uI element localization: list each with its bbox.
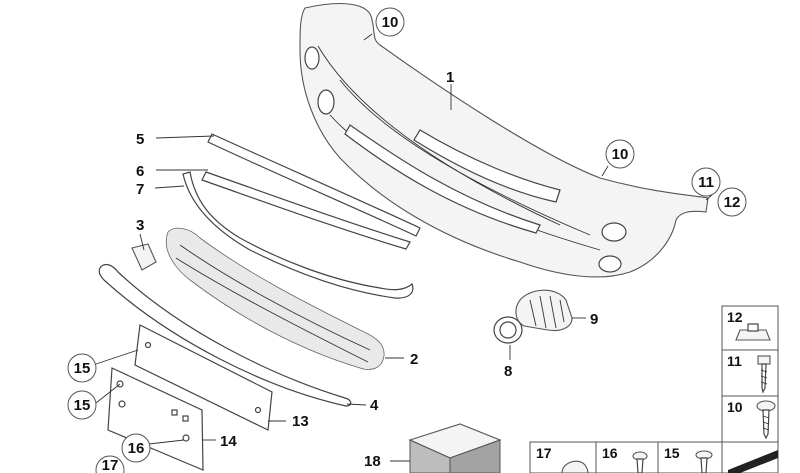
flange-screw-icon (756, 400, 776, 440)
hex-screw-icon (757, 355, 771, 394)
label-15-upper: 15 (74, 360, 91, 377)
screw-15-icon (695, 450, 713, 473)
trim-strip-6 (201, 171, 411, 250)
label-11: 11 (698, 174, 714, 191)
callout-circle-16 (121, 433, 151, 463)
label-8: 8 (504, 363, 512, 380)
lower-grille-2 (165, 227, 385, 370)
label-6: 6 (136, 163, 144, 180)
lower-trim-strip-4 (98, 263, 352, 407)
front-bumper-cover (299, 3, 709, 278)
label-10-top: 10 (382, 14, 399, 31)
black-strip-icon (728, 450, 778, 473)
leader-lines (95, 33, 713, 462)
callout-circle-12 (717, 187, 747, 217)
label-16: 16 (128, 440, 145, 457)
callout-circle-15-lower (67, 390, 97, 420)
label-5: 5 (136, 131, 144, 148)
license-plate-holder-13 (134, 324, 273, 431)
fog-light-housing-9 (515, 289, 573, 332)
legend-label-12: 12 (727, 309, 743, 325)
label-3: 3 (136, 217, 144, 234)
legend-label-15: 15 (664, 445, 680, 461)
label-2: 2 (410, 351, 418, 368)
label-7: 7 (136, 181, 144, 198)
legend-label-11: 11 (727, 353, 742, 369)
callout-circle-15-upper (67, 353, 97, 383)
label-13: 13 (292, 413, 309, 430)
label-4: 4 (370, 397, 379, 414)
callout-circle-10-top (375, 7, 405, 37)
screw-16-icon (632, 451, 648, 473)
label-17: 17 (102, 457, 119, 473)
license-plate-bracket-14 (107, 367, 204, 471)
legend-label-17: 17 (536, 445, 552, 461)
fastener-legend-side: 12 11 10 (721, 305, 779, 473)
label-10-right: 10 (612, 146, 629, 163)
component-box-18 (408, 423, 502, 473)
legend-label-10: 10 (727, 399, 743, 415)
plug-icon (561, 460, 589, 473)
callout-circle-11 (691, 167, 721, 197)
label-14: 14 (220, 433, 237, 450)
label-18: 18 (364, 453, 381, 470)
trim-strip-5 (207, 133, 421, 237)
label-9: 9 (590, 311, 598, 328)
grille-frame-7 (182, 171, 414, 299)
tow-hook-cover-3 (131, 243, 157, 271)
callout-circle-10-right (605, 139, 635, 169)
label-12: 12 (724, 194, 741, 211)
callout-circle-17 (95, 455, 125, 473)
label-15-lower: 15 (74, 397, 91, 414)
legend-label-16: 16 (602, 445, 618, 461)
label-1: 1 (446, 69, 454, 86)
fastener-legend-bottom: 17 16 15 (529, 441, 723, 473)
